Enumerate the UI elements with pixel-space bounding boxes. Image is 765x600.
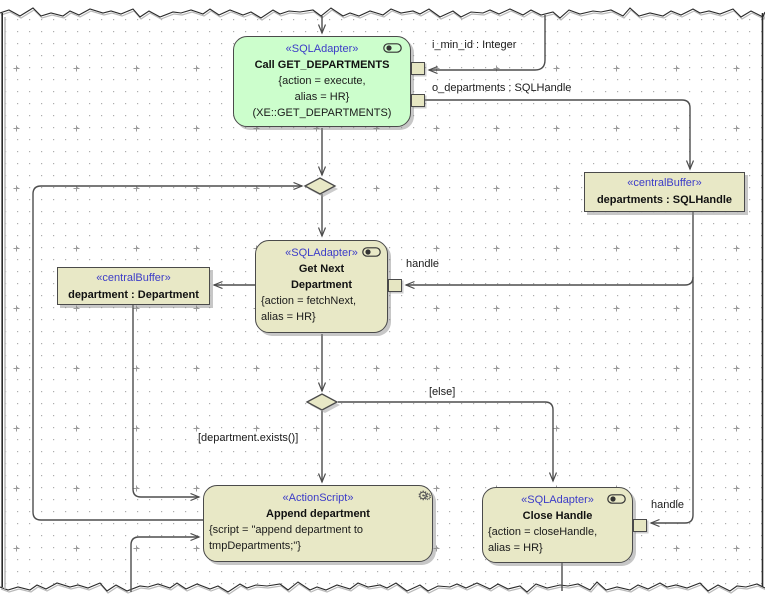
pin-label-handle-close[interactable]: handle [651,499,684,512]
action-behavior-ref: (XE::GET_DEPARTMENTS) [234,105,410,121]
pin-label-o-departments[interactable]: o_departments : SQLHandle [432,82,571,95]
buffer-name: department : Department [58,287,209,304]
action-property: alias = HR} [483,540,632,556]
action-property: alias = HR} [256,309,387,325]
action-name: Append department [204,506,432,522]
pin-i-min-id[interactable] [411,62,425,75]
action-script-gears-icon: ⚙⚙ [417,489,426,504]
action-get-next-department[interactable]: «SQLAdapter» Get Next Department {action… [255,240,388,333]
stereotype-label: «centralBuffer» [58,270,209,287]
pin-handle-close[interactable] [633,519,647,532]
action-script-property: {script = "append department to tmpDepar… [204,522,432,554]
sql-adapter-icon [383,43,402,53]
sql-adapter-icon [607,494,626,504]
pin-label-i-min-id[interactable]: i_min_id : Integer [432,39,516,52]
guard-label-else[interactable]: [else] [429,386,455,399]
action-call-get-departments[interactable]: «SQLAdapter» Call GET_DEPARTMENTS {actio… [233,36,411,127]
action-property: {action = closeHandle, [483,524,632,540]
action-property: {action = fetchNext, [256,293,387,309]
buffer-name: departments : SQLHandle [585,192,744,209]
action-name: Get Next Department [280,261,364,293]
action-close-handle[interactable]: «SQLAdapter» Close Handle {action = clos… [482,487,633,563]
central-buffer-department[interactable]: «centralBuffer» department : Department [57,267,210,305]
pin-handle-get-next[interactable] [388,279,402,292]
action-property: {action = execute, [234,73,410,89]
action-property: alias = HR} [234,89,410,105]
action-append-department[interactable]: «ActionScript» ⚙⚙ Append department {scr… [203,485,433,562]
central-buffer-departments[interactable]: «centralBuffer» departments : SQLHandle [584,172,745,212]
stereotype-label: «ActionScript» [204,490,432,506]
pin-o-departments[interactable] [411,94,425,107]
action-name: Call GET_DEPARTMENTS [234,57,410,73]
sql-adapter-icon [362,247,381,257]
pin-label-handle-get-next[interactable]: handle [406,258,439,271]
guard-label-department-exists[interactable]: [department.exists()] [198,432,298,445]
stereotype-label: «centralBuffer» [585,175,744,192]
action-name: Close Handle [483,508,632,524]
